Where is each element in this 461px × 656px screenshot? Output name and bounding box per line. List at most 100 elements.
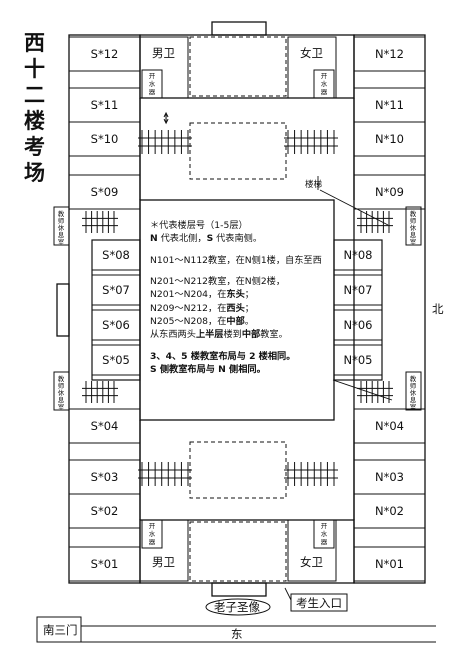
lounge-char: 休: [410, 223, 417, 232]
west-room-label[interactable]: S*11: [91, 98, 119, 112]
east-room-label[interactable]: N*03: [375, 470, 404, 484]
stair-block: [138, 462, 192, 486]
west-room-label[interactable]: S*04: [91, 419, 119, 433]
west-room-label[interactable]: S*03: [91, 470, 119, 484]
title-char: 西: [24, 31, 45, 55]
statue-label: 老子圣像: [214, 600, 260, 614]
west-room-box: [91, 309, 141, 341]
west-room-label[interactable]: S*07: [102, 283, 130, 297]
west-room-label[interactable]: S*01: [91, 557, 119, 571]
west-room-label[interactable]: S*12: [91, 47, 119, 61]
east-room-label[interactable]: N*05: [344, 353, 373, 367]
east-direction: 东: [231, 627, 243, 641]
east-room-box: [353, 408, 426, 444]
lounge-char: 休: [58, 223, 65, 232]
east-room-box: [353, 174, 426, 210]
east-room-label[interactable]: N*02: [375, 504, 404, 518]
east-room-label[interactable]: N*09: [375, 185, 404, 199]
title-char: 楼: [24, 109, 45, 133]
west-room-label[interactable]: S*06: [102, 318, 130, 332]
west-room-box: [68, 174, 141, 210]
pointer-lines: [317, 176, 393, 401]
lounge-char: 息: [410, 230, 417, 239]
water-heater-char: 器: [321, 538, 328, 546]
east-room-box: [333, 239, 383, 271]
lounge-char: 教: [410, 374, 417, 383]
stair-block: [82, 381, 118, 403]
lounge-char: 息: [58, 395, 65, 404]
wc-female-label-bottom: 女卫: [300, 555, 323, 569]
west-room-box: [68, 408, 141, 444]
stair-block: [284, 462, 338, 486]
west-room-column: [68, 36, 141, 582]
east-road: [81, 625, 436, 643]
west-room-label[interactable]: S*08: [102, 248, 130, 262]
title: 西 十 二 楼 考 场: [24, 31, 45, 185]
stair-block: [284, 130, 338, 154]
note-line: N201～N212教室，在N侧2楼，: [150, 276, 286, 288]
west-room-label[interactable]: S*10: [91, 132, 119, 146]
gate-box: [36, 616, 82, 643]
east-room-label[interactable]: N*01: [375, 557, 404, 571]
water-heater-char: 开: [149, 522, 156, 530]
east-room-label[interactable]: N*11: [375, 98, 404, 112]
west-room-box: [91, 239, 141, 271]
title-char: 十: [24, 57, 45, 81]
lounge-char: 室: [410, 237, 417, 246]
water-heater-char: 水: [149, 529, 156, 538]
note-line: 3、4、5 楼教室布局与 2 楼相同。: [150, 350, 296, 362]
lounge-char: 师: [58, 381, 65, 390]
note-line: N201～N204，在东头；: [150, 289, 254, 301]
west-room-box: [91, 274, 141, 306]
east-room-label[interactable]: N*10: [375, 132, 404, 146]
wc-male-label-top: 男卫: [152, 46, 175, 60]
water-heater-char: 水: [321, 79, 328, 88]
north-direction: 北: [432, 302, 444, 316]
water-heater-char: 开: [149, 72, 156, 80]
east-room-box: [333, 344, 383, 376]
lounge-char: 息: [58, 230, 65, 239]
lounge-char: 息: [410, 395, 417, 404]
stairs-label: 楼梯: [305, 179, 323, 190]
water-heater-char: 开: [321, 522, 328, 530]
east-room-label[interactable]: N*07: [344, 283, 373, 297]
legend-note: ＊代表楼层号（1-5层） N 代表北侧，S 代表南侧。 N101～N112教室，…: [150, 219, 330, 376]
water-heater-char: 水: [149, 79, 156, 88]
lounge-char: 师: [58, 216, 65, 225]
east-room-label[interactable]: N*12: [375, 47, 404, 61]
gate-label: 南三门: [43, 623, 78, 637]
water-heater-char: 水: [321, 529, 328, 538]
east-room-box: [333, 274, 383, 306]
stair-block: [138, 130, 192, 154]
east-room-label[interactable]: N*06: [344, 318, 373, 332]
wc-female-label-top: 女卫: [300, 46, 323, 60]
teacher-lounges: [53, 206, 422, 411]
title-char: 考: [24, 135, 45, 159]
stair-block: [357, 381, 393, 403]
note-line: N209～N212，在西头；: [150, 302, 254, 314]
west-room-label[interactable]: S*02: [91, 504, 119, 518]
stair-block: [357, 211, 393, 233]
wc-blocks: [139, 36, 337, 582]
west-room-label[interactable]: S*05: [102, 353, 130, 367]
lounge-char: 教: [410, 209, 417, 218]
note-line: N 代表北侧，S 代表南侧。: [150, 233, 263, 245]
lounge-char: 教: [58, 374, 65, 383]
lounge-char: 休: [410, 388, 417, 397]
lounge-char: 休: [58, 388, 65, 397]
note-line: S 侧教室布局与 N 侧相同。: [150, 364, 266, 376]
note-line: N205～N208，在中部。: [150, 316, 254, 328]
west-room-box: [68, 493, 141, 529]
lounge-char: 教: [58, 209, 65, 218]
entrance-label[interactable]: 考生入口: [296, 596, 342, 610]
east-room-box: [333, 309, 383, 341]
east-room-label[interactable]: N*04: [375, 419, 404, 433]
wc-male-label-bottom: 男卫: [152, 555, 175, 569]
west-room-label[interactable]: S*09: [91, 185, 119, 199]
east-room-box: [353, 493, 426, 529]
title-char: 二: [24, 83, 45, 107]
statue-oval: [205, 598, 271, 616]
east-room-label[interactable]: N*08: [344, 248, 373, 262]
water-heater-char: 器: [149, 88, 156, 96]
